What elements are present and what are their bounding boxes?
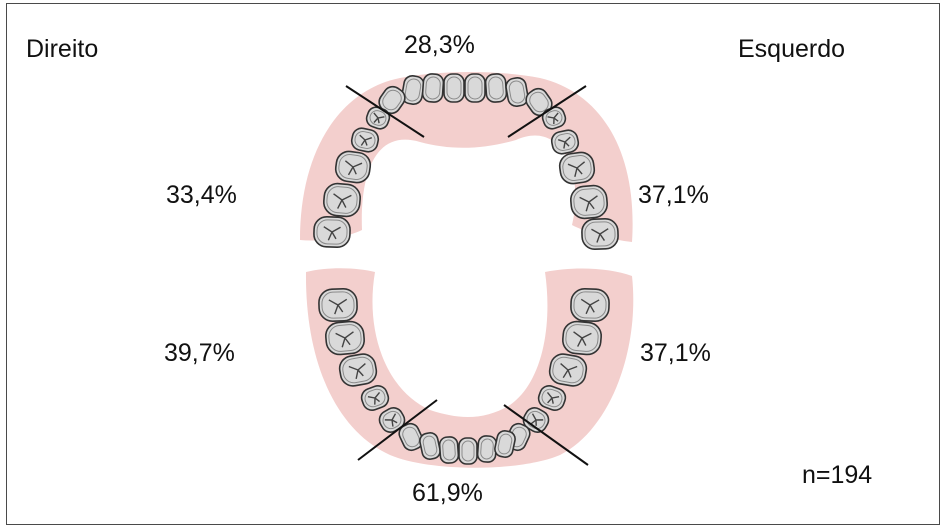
incisor-tooth [477,435,497,462]
upper-right-posterior-percentage: 33,4% [166,183,237,208]
incisor-tooth [444,74,464,102]
molar-tooth [558,151,596,185]
molar-tooth [313,216,350,247]
molar-tooth [334,150,372,184]
incisor-tooth [459,438,477,464]
molar-tooth [318,288,357,321]
incisor-tooth [422,73,444,102]
molar-tooth [325,320,366,355]
upper-anterior-percentage: 28,3% [404,33,475,58]
molar-tooth [570,288,609,321]
molar-tooth [562,320,603,355]
lower-anterior-percentage: 61,9% [412,481,483,506]
incisor-tooth [465,74,485,102]
molar-tooth [323,182,362,217]
incisor-tooth [485,73,507,102]
lower-left-posterior-percentage: 37,1% [640,341,711,366]
right-side-label: Direito [26,37,98,62]
incisor-tooth [439,436,459,463]
molar-tooth [581,218,618,249]
left-side-label: Esquerdo [738,37,845,62]
upper-left-posterior-percentage: 37,1% [638,183,709,208]
sample-size-label: n=194 [802,463,872,488]
molar-tooth [570,184,609,219]
lower-right-posterior-percentage: 39,7% [164,341,235,366]
